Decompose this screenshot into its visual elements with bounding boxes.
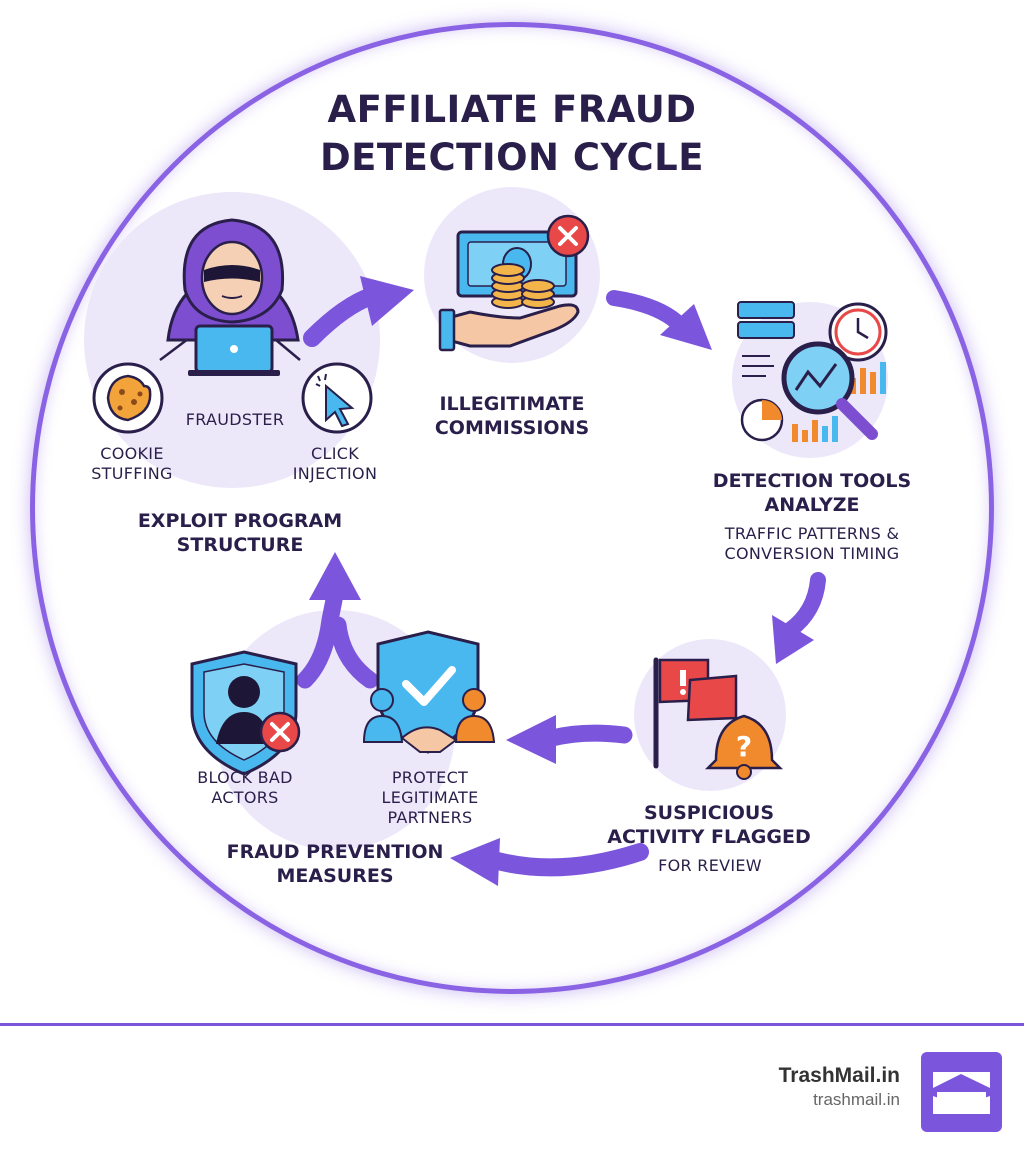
clock-icon — [828, 302, 888, 362]
cookie-label-1: COOKIE — [100, 444, 164, 463]
laptop-icon — [188, 370, 280, 376]
arrow-flagged-to-prevention — [506, 715, 633, 764]
detection-stage-label: DETECTION TOOLS ANALYZE — [684, 469, 940, 517]
arrow-exploit-to-commissions — [303, 276, 414, 347]
protect-partners-label: PROTECT LEGITIMATE PARTNERS — [355, 768, 505, 828]
bell-icon: ? — [704, 714, 784, 780]
exploit-title-1: EXPLOIT PROGRAM — [137, 510, 343, 532]
cursor-icon — [301, 362, 373, 434]
analytics-icon — [737, 301, 886, 442]
detection-sub-1: TRAFFIC PATTERNS & — [724, 524, 900, 543]
commissions-title-1: ILLEGITIMATE — [439, 393, 585, 415]
click-label-2: INJECTION — [292, 464, 378, 483]
arrow-review-to-prevention — [450, 838, 649, 886]
detection-subtitle: TRAFFIC PATTERNS & CONVERSION TIMING — [684, 524, 940, 564]
title-line-2: DETECTION CYCLE — [319, 136, 705, 179]
protect-label-3: PARTNERS — [387, 808, 473, 827]
magnifier-icon — [781, 341, 878, 440]
flag-icon — [653, 657, 738, 769]
svg-text:?: ? — [736, 730, 752, 763]
fraudster-label: FRAUDSTER — [185, 410, 285, 429]
flagged-title-2: ACTIVITY FLAGGED — [607, 826, 811, 848]
arrow-detection-to-flagged — [772, 572, 826, 664]
footer-divider — [0, 1023, 1024, 1026]
title-line-1: AFFILIATE FRAUD — [327, 88, 697, 131]
exploit-title-2: STRUCTURE — [176, 534, 304, 556]
arrow-commissions-to-detection — [606, 290, 712, 350]
block-label-2: ACTORS — [211, 788, 279, 807]
cookie-icon — [92, 362, 164, 434]
prevention-title-1: FRAUD PREVENTION — [226, 841, 444, 863]
detection-title-2: ANALYZE — [764, 494, 860, 516]
cycle-artwork: ? — [84, 187, 888, 886]
brand-url[interactable]: trashmail.in — [813, 1090, 900, 1109]
brand-name[interactable]: TrashMail.in — [778, 1064, 900, 1087]
block-bad-actors-label: BLOCK BAD ACTORS — [170, 768, 320, 808]
exploit-stage-label: EXPLOIT PROGRAM STRUCTURE — [90, 509, 390, 557]
cookie-stuffing-label: COOKIE STUFFING — [62, 444, 202, 484]
arrow-prevention-to-exploit — [296, 552, 379, 689]
commissions-title-2: COMMISSIONS — [434, 417, 590, 439]
commissions-stage-label: ILLEGITIMATE COMMISSIONS — [384, 392, 640, 440]
shield-block-icon — [190, 650, 301, 776]
envelope-logo-icon[interactable] — [921, 1052, 1002, 1132]
block-label-1: BLOCK BAD — [197, 768, 293, 787]
protect-label-1: PROTECT — [391, 768, 469, 787]
click-injection-label: CLICK INJECTION — [270, 444, 400, 484]
flagged-subtitle: FOR REVIEW — [658, 856, 762, 875]
prevention-title-2: MEASURES — [276, 865, 394, 887]
detection-title-1: DETECTION TOOLS — [712, 470, 912, 492]
protect-label-2: LEGITIMATE — [381, 788, 479, 807]
money-hand-icon — [438, 230, 580, 352]
detection-sub-2: CONVERSION TIMING — [724, 544, 900, 563]
flagged-title-1: SUSPICIOUS — [643, 802, 775, 824]
click-label-1: CLICK — [311, 444, 359, 463]
handshake-icon — [362, 688, 496, 753]
cycle-ring — [30, 22, 994, 994]
cookie-label-2: STUFFING — [91, 464, 173, 483]
flagged-stage-label: SUSPICIOUS ACTIVITY FLAGGED — [584, 801, 834, 849]
reject-icon — [546, 214, 590, 258]
diagram-title: AFFILIATE FRAUD DETECTION CYCLE — [212, 86, 812, 182]
prevention-stage-label: FRAUD PREVENTION MEASURES — [200, 840, 470, 888]
